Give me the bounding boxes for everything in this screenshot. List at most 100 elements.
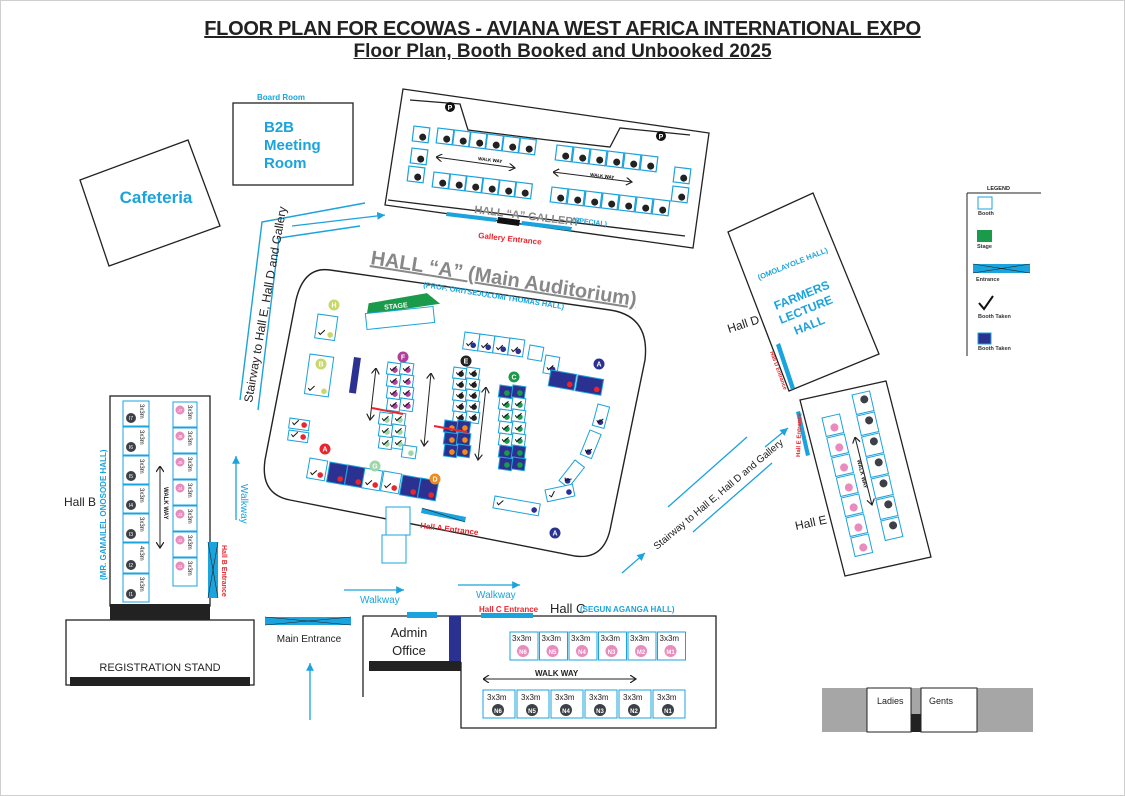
booth[interactable] <box>442 443 459 459</box>
booth[interactable] <box>398 385 415 401</box>
booth[interactable] <box>451 399 468 414</box>
booth[interactable] <box>381 534 407 564</box>
hall-a-gallery[interactable]: P P WALK WAY WALK WAY HALL “A” GALLERY (… <box>384 88 710 249</box>
booth[interactable] <box>400 444 418 460</box>
booth[interactable] <box>455 443 472 459</box>
booth[interactable] <box>448 173 468 192</box>
booth[interactable] <box>588 148 608 167</box>
booth[interactable] <box>468 131 488 150</box>
booth[interactable] <box>406 165 426 184</box>
booth[interactable] <box>462 331 481 352</box>
booth[interactable] <box>605 150 625 169</box>
booth[interactable] <box>409 147 429 166</box>
booth[interactable] <box>485 133 505 152</box>
booth[interactable] <box>591 403 611 429</box>
booth[interactable] <box>452 129 472 148</box>
booth[interactable] <box>554 144 574 163</box>
booth[interactable] <box>514 181 534 200</box>
main-entrance[interactable] <box>264 616 352 626</box>
booth[interactable] <box>497 432 514 448</box>
hall-d-entrance[interactable] <box>776 343 795 390</box>
booth[interactable] <box>325 461 349 486</box>
b2b-meeting-room[interactable]: Board Room B2B Meeting Room <box>232 93 354 186</box>
booth[interactable] <box>566 188 586 207</box>
booth[interactable] <box>826 433 850 458</box>
registration-stand[interactable]: REGISTRATION STAND <box>65 619 255 686</box>
booth[interactable] <box>398 361 415 377</box>
booth[interactable] <box>492 495 541 517</box>
booth[interactable] <box>481 177 501 196</box>
cafeteria-room[interactable]: Cafeteria <box>79 139 221 267</box>
booth[interactable] <box>651 198 671 217</box>
booth[interactable] <box>497 384 514 400</box>
booth[interactable] <box>870 474 894 500</box>
toilets[interactable]: Ladies Gents <box>822 687 1033 733</box>
booth[interactable] <box>634 196 654 215</box>
booth[interactable] <box>431 171 451 190</box>
booth[interactable] <box>558 459 586 489</box>
booth[interactable] <box>464 175 484 194</box>
booth[interactable] <box>622 152 642 171</box>
booth[interactable] <box>360 467 384 492</box>
booth[interactable] <box>510 456 527 472</box>
booth[interactable] <box>544 483 576 503</box>
booth[interactable] <box>314 313 339 342</box>
admin-office[interactable]: Admin Office <box>362 612 461 697</box>
booth[interactable] <box>845 513 869 538</box>
booth[interactable] <box>861 432 885 458</box>
booth[interactable] <box>398 474 422 499</box>
hall-e-entrance[interactable] <box>796 411 810 456</box>
booth[interactable] <box>451 366 468 381</box>
booth[interactable] <box>850 533 874 558</box>
booth[interactable] <box>501 135 521 154</box>
hall-b-entrance[interactable] <box>207 541 219 599</box>
booth[interactable] <box>477 333 496 354</box>
hall-c-entrance[interactable] <box>481 613 533 618</box>
booth[interactable] <box>571 146 591 165</box>
booth[interactable] <box>398 397 415 413</box>
booth[interactable] <box>574 374 605 396</box>
booth[interactable] <box>377 435 394 451</box>
booth[interactable] <box>835 473 859 498</box>
booth[interactable] <box>497 179 517 198</box>
gallery-entrance[interactable] <box>446 212 572 231</box>
booth[interactable] <box>385 397 402 413</box>
booth[interactable] <box>851 390 875 416</box>
booth[interactable] <box>579 429 602 460</box>
hall-d[interactable]: (OMOLAYOLE HALL) FARMERS LECTURE HALL Ha… <box>726 192 880 392</box>
booth[interactable] <box>518 137 538 156</box>
hall-e[interactable]: WALK WAY Hall E Entrance Hall E <box>794 380 932 577</box>
hall-a-entrance[interactable] <box>421 507 466 523</box>
booth[interactable] <box>549 186 569 205</box>
booth[interactable] <box>411 125 431 144</box>
booth[interactable] <box>865 453 890 479</box>
booth[interactable] <box>617 194 637 213</box>
booth[interactable] <box>492 335 511 356</box>
booth[interactable] <box>639 154 659 173</box>
booth[interactable] <box>287 429 310 444</box>
booth[interactable] <box>510 396 527 412</box>
booth[interactable] <box>670 185 690 204</box>
booth[interactable] <box>435 127 455 146</box>
